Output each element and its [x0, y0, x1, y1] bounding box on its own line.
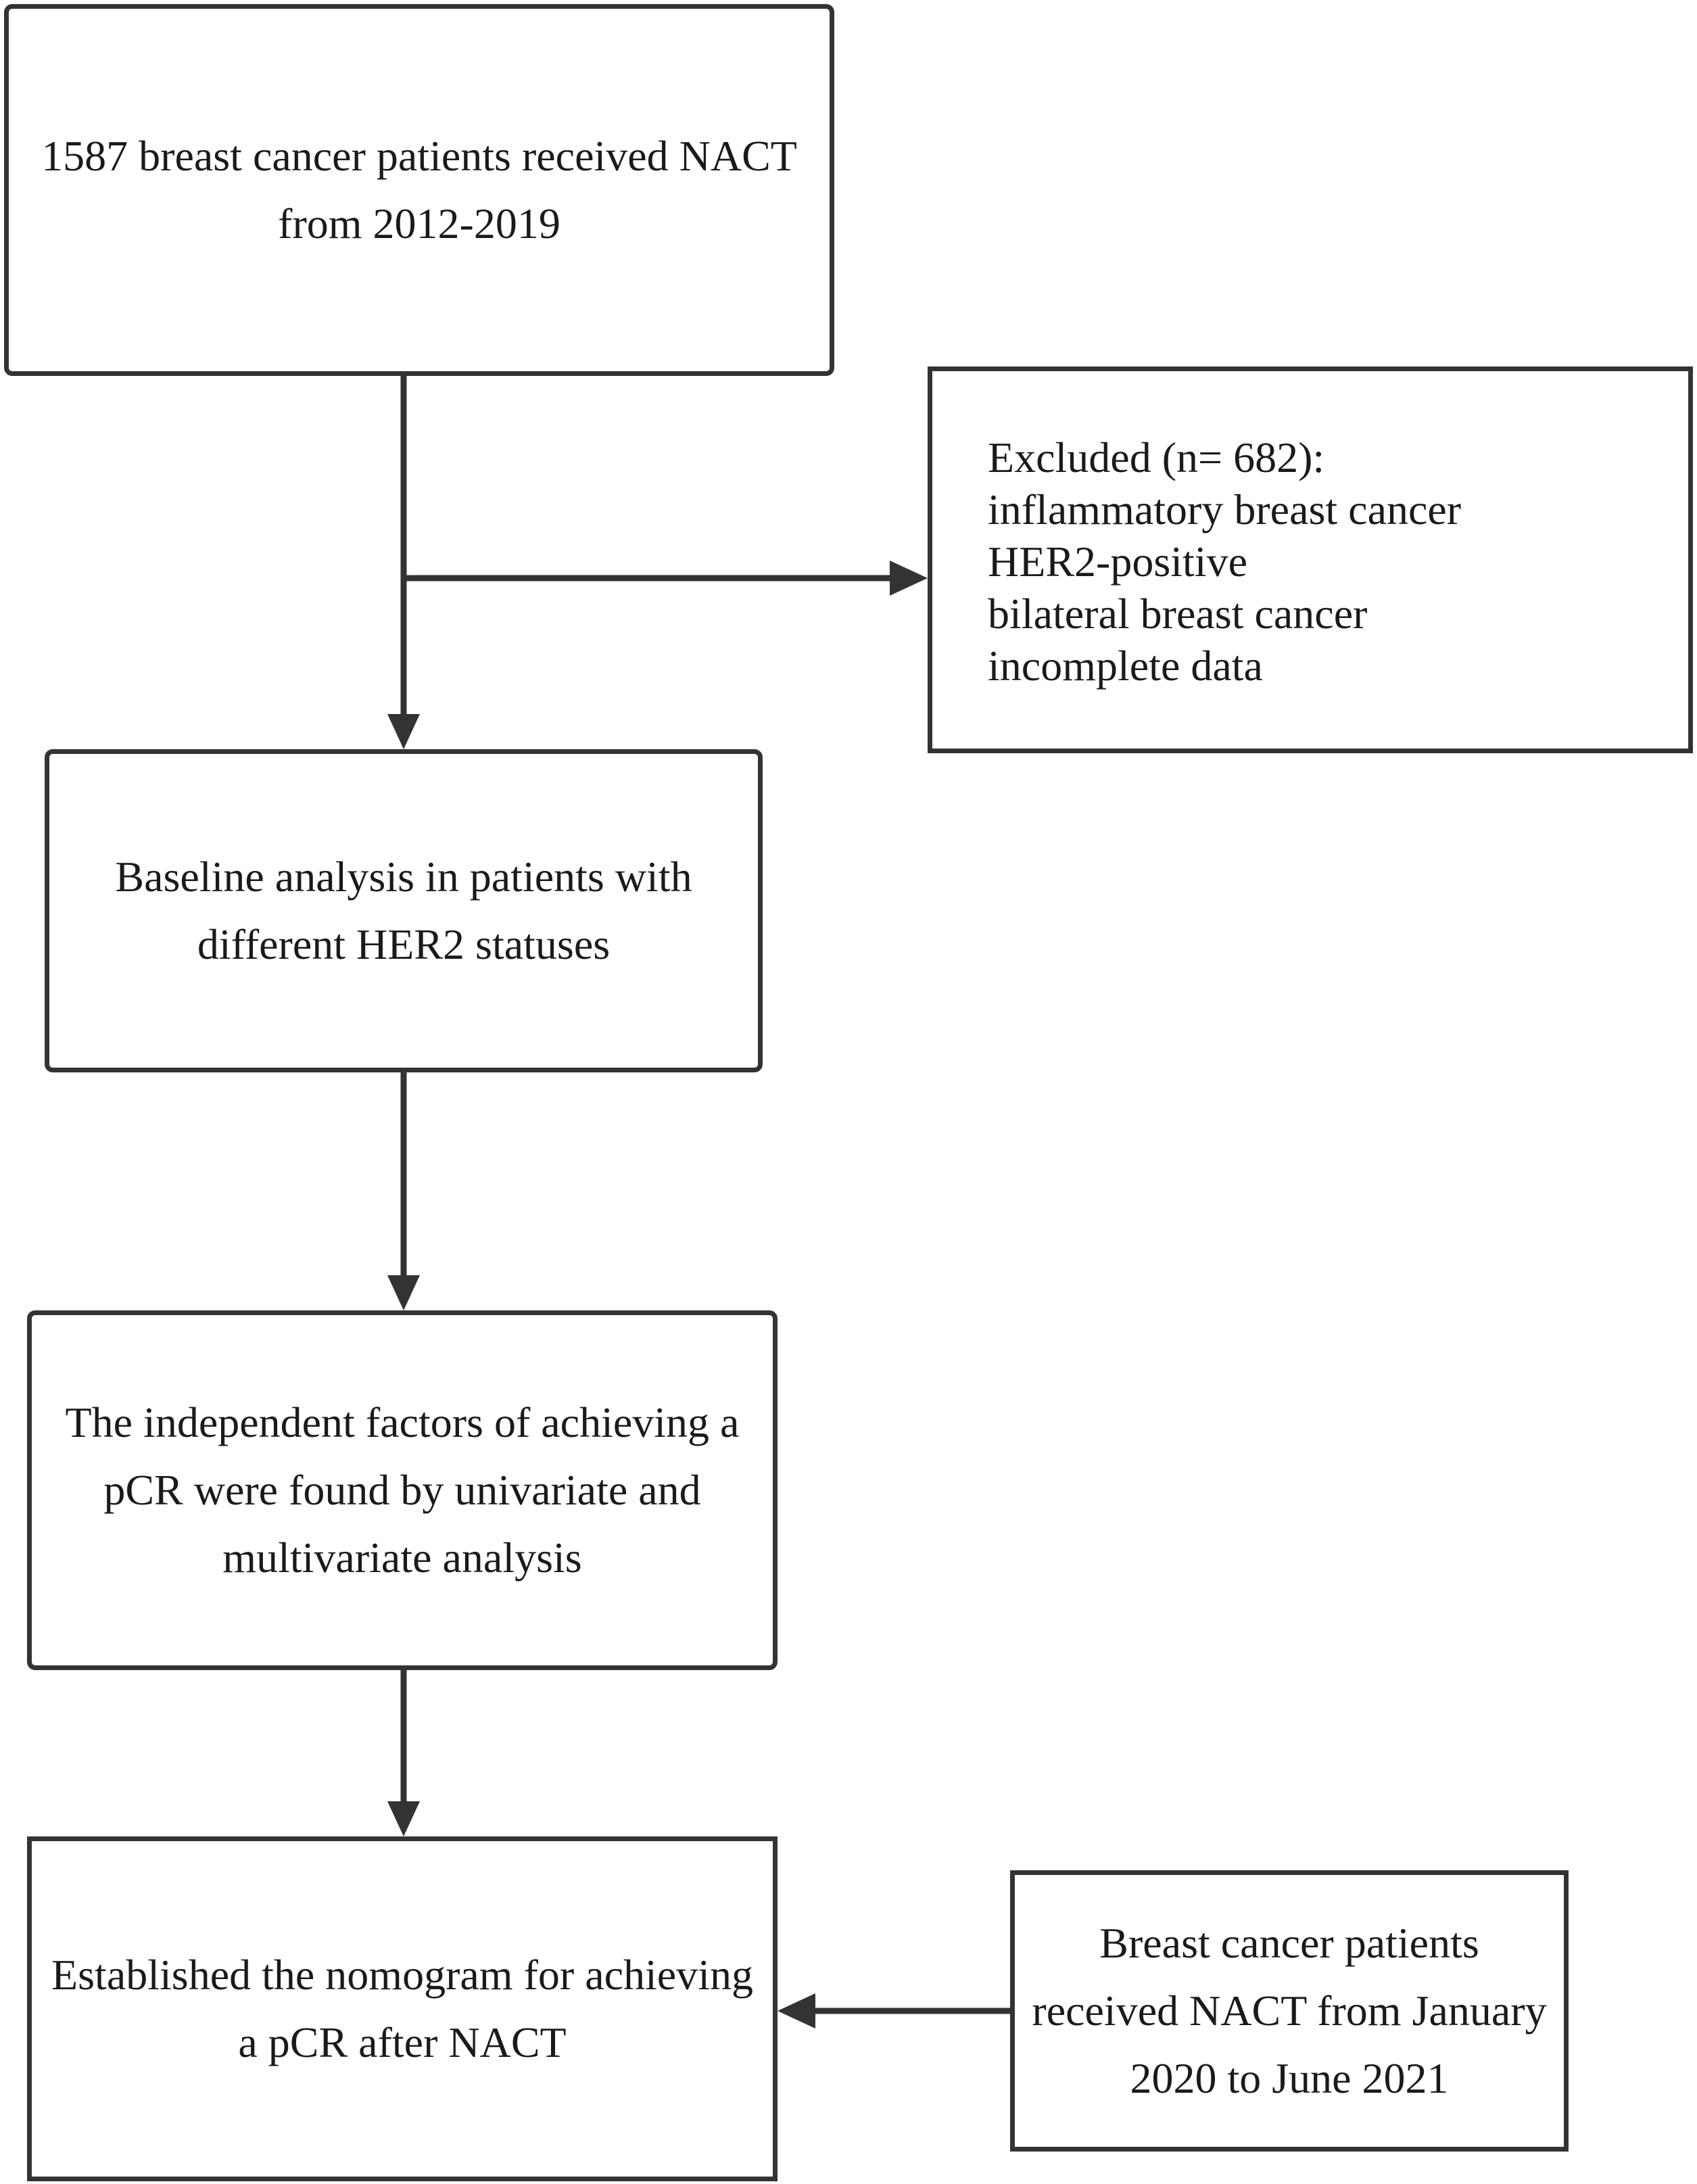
arrowhead-baseline [387, 714, 420, 749]
box-start-cohort: 1587 breast cancer patients received NAC… [4, 4, 834, 376]
excluded-item: bilateral breast cancer [988, 590, 1368, 638]
baseline-analysis-text: Baseline analysis in patients with diffe… [115, 853, 692, 968]
arrowhead-nomogram [387, 1801, 420, 1836]
start-cohort-text: 1587 breast cancer patients received NAC… [41, 132, 797, 247]
box-validation-cohort: Breast cancer patients received NACT fro… [1010, 1870, 1569, 2152]
excluded-list: inflammatory breast cancer HER2-positive… [988, 483, 1461, 692]
arrowhead-factors [387, 1275, 420, 1310]
box-independent-factors: The independent factors of achieving a p… [27, 1310, 778, 1670]
excluded-title: Excluded (n= 682): [988, 433, 1325, 481]
excluded-item: inflammatory breast cancer [988, 485, 1462, 533]
arrowhead-validation [778, 1993, 815, 2028]
nomogram-text: Established the nomogram for achieving a… [51, 1951, 753, 2066]
excluded-item: incomplete data [988, 642, 1263, 690]
independent-factors-text: The independent factors of achieving a p… [65, 1398, 740, 1582]
box-nomogram: Established the nomogram for achieving a… [27, 1836, 778, 2181]
box-baseline-analysis: Baseline analysis in patients with diffe… [45, 749, 763, 1072]
arrowhead-excluded [890, 561, 928, 596]
validation-cohort-text: Breast cancer patients received NACT fro… [1032, 1919, 1547, 2102]
box-excluded: Excluded (n= 682): inflammatory breast c… [928, 366, 1693, 753]
excluded-item: HER2-positive [988, 538, 1247, 586]
